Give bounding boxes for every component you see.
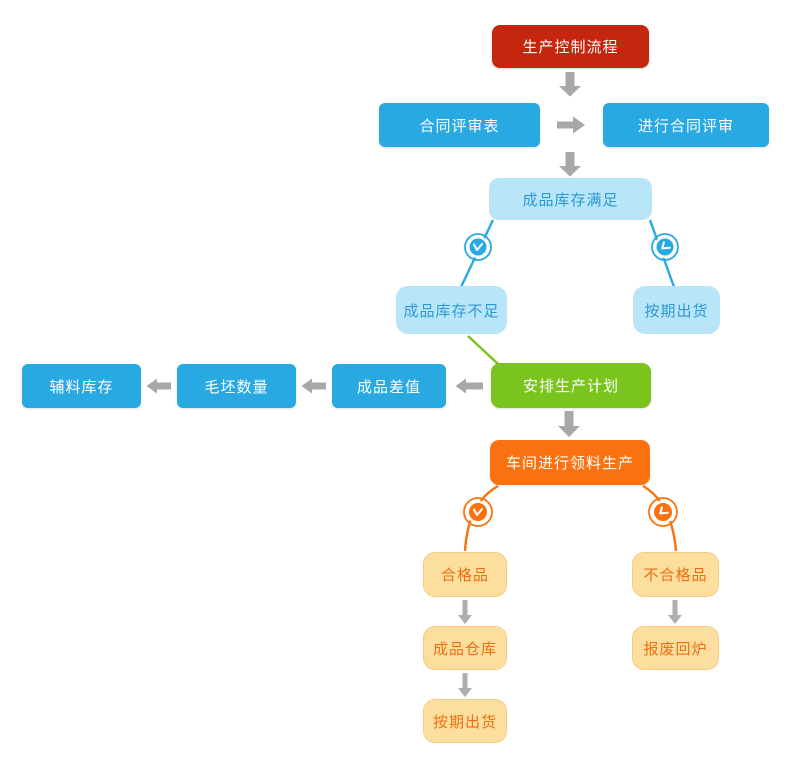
connector-line (648, 219, 676, 288)
node-unqualified-product: 不合格品 (632, 552, 719, 597)
node-conduct-contract-review: 进行合同评审 (603, 103, 769, 147)
clock-icon (464, 233, 492, 261)
node-label: 合同评审表 (419, 116, 500, 135)
node-label: 成品库存满足 (522, 190, 619, 209)
arrow-down-icon (558, 411, 580, 437)
node-production-plan: 安排生产计划 (491, 363, 651, 408)
node-stock-sufficient: 成品库存满足 (489, 178, 652, 220)
arrow-down-small-icon (668, 600, 682, 624)
node-ship-on-time-bottom: 按期出货 (423, 699, 507, 743)
node-label: 成品差值 (356, 377, 421, 396)
node-qualified-product: 合格品 (423, 552, 507, 597)
arrow-left-icon (455, 378, 483, 394)
node-label: 车间进行领料生产 (505, 454, 634, 472)
node-label: 安排生产计划 (522, 377, 619, 395)
node-label: 进行合同评审 (637, 116, 734, 135)
node-contract-review-form: 合同评审表 (379, 103, 540, 147)
node-blank-quantity: 毛坯数量 (177, 364, 296, 408)
node-production-control-process: 生产控制流程 (492, 25, 649, 68)
arrow-down-small-icon (458, 600, 472, 624)
arrow-down-small-icon (458, 673, 472, 697)
node-workshop-production: 车间进行领料生产 (490, 440, 650, 485)
arrow-down-icon (559, 152, 581, 177)
node-label: 不合格品 (643, 566, 708, 584)
clock-icon (463, 497, 493, 527)
node-scrap-remelt: 报废回炉 (632, 626, 719, 670)
node-label: 成品库存不足 (403, 301, 500, 320)
node-label: 毛坯数量 (204, 377, 269, 396)
clock-icon (648, 497, 678, 527)
connector-line (459, 219, 495, 288)
arrow-left-icon (146, 378, 171, 394)
node-product-difference: 成品差值 (332, 364, 446, 408)
arrow-right-icon (557, 116, 585, 134)
node-ship-on-time-top: 按期出货 (633, 286, 720, 334)
connector-line (642, 484, 678, 552)
node-finished-warehouse: 成品仓库 (423, 626, 507, 670)
arrow-left-icon (301, 378, 326, 394)
node-label: 报废回炉 (643, 639, 708, 658)
node-label: 合格品 (440, 566, 489, 584)
node-stock-insufficient: 成品库存不足 (396, 286, 507, 334)
clock-icon (651, 233, 679, 261)
node-label: 辅料库存 (49, 377, 114, 396)
node-label: 按期出货 (432, 712, 497, 731)
connector-line (463, 484, 499, 552)
connector-line (467, 335, 499, 365)
node-aux-material-stock: 辅料库存 (22, 364, 141, 408)
node-label: 成品仓库 (432, 639, 497, 658)
arrow-down-icon (559, 72, 581, 97)
node-label: 按期出货 (644, 301, 709, 320)
node-label: 生产控制流程 (522, 38, 619, 56)
